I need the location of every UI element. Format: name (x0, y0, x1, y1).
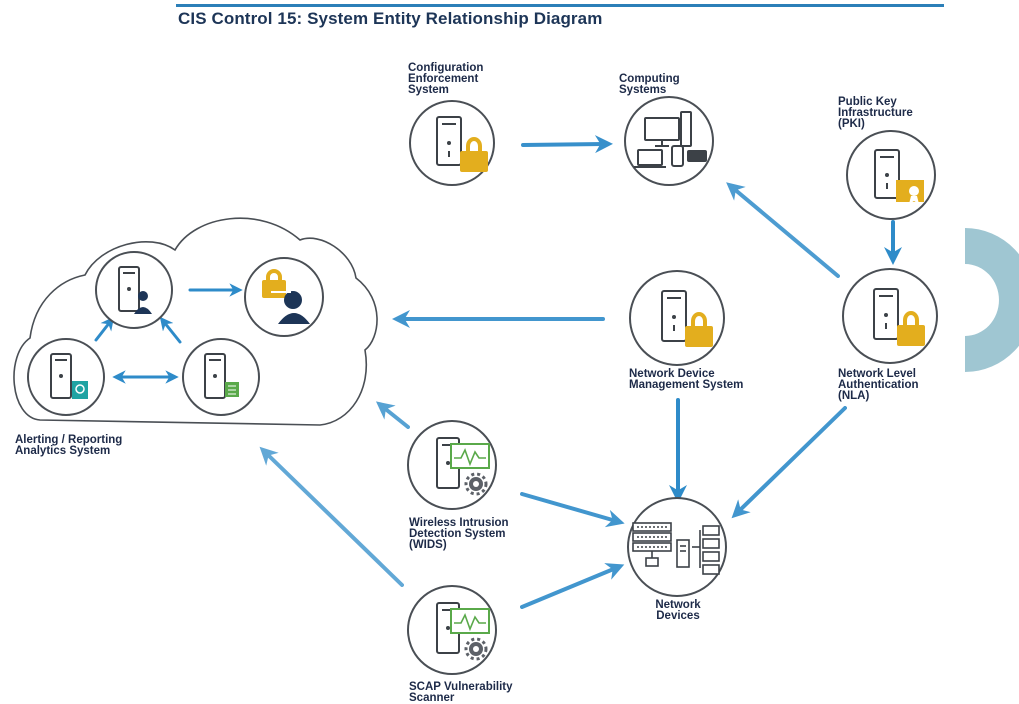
arrow-nla-to-network (731, 406, 847, 519)
server-certificate-icon (874, 149, 924, 204)
server-lock-icon (873, 288, 925, 346)
decorative-arc (965, 228, 1019, 372)
node-cloud-d (182, 338, 260, 416)
server-user-icon (118, 266, 152, 314)
label-ndms: Network Device Management System (629, 368, 744, 391)
node-nla (842, 268, 938, 364)
node-cloud-c (27, 338, 105, 416)
label-nla: Network Level Authentication (NLA) (838, 368, 919, 402)
server-search-icon (50, 353, 88, 399)
label-wids: Wireless Intrusion Detection System (WID… (409, 517, 509, 551)
label-config: Configuration Enforcement System (408, 62, 484, 96)
arrow-config-to-computing (521, 135, 613, 154)
arrow-wids-to-network (520, 492, 625, 528)
arrow-cloud-d-to-a (159, 316, 182, 344)
node-config (409, 100, 495, 186)
devices-icon (634, 111, 707, 168)
node-cloud-b (244, 257, 324, 337)
network-rack-icon (632, 522, 720, 575)
label-pki: Public Key Infrastructure (PKI) (838, 96, 913, 130)
node-ndms (629, 270, 725, 366)
label-computing: Computing Systems (619, 73, 680, 96)
node-wids (407, 420, 497, 510)
label-alerting: Alerting / Reporting Analytics System (15, 434, 123, 457)
title-rule (176, 4, 944, 7)
arrow-cloud-c-to-a (94, 316, 115, 342)
label-network-devices: Network Devices (655, 599, 701, 622)
node-cloud-a (95, 251, 173, 329)
node-computing (624, 96, 714, 186)
node-scap (407, 585, 497, 675)
arrow-nla-to-computing (726, 182, 840, 278)
arrows (94, 135, 902, 609)
arrow-scap-to-network (520, 563, 625, 609)
diagram-title: CIS Control 15: System Entity Relationsh… (178, 9, 603, 28)
server-monitor-gear-icon (436, 602, 490, 661)
node-pki (846, 130, 936, 220)
server-spreadsheet-icon (204, 353, 239, 399)
arrow-scap-to-cloud (259, 446, 404, 587)
label-scap: SCAP Vulnerability Scanner (409, 681, 513, 704)
node-network-devices (627, 497, 727, 597)
server-monitor-gear-icon (436, 437, 490, 496)
arrow-wids-to-cloud (375, 401, 410, 429)
server-lock-icon (436, 116, 488, 172)
lock-user-icon (262, 269, 310, 324)
server-lock-icon (661, 290, 713, 347)
